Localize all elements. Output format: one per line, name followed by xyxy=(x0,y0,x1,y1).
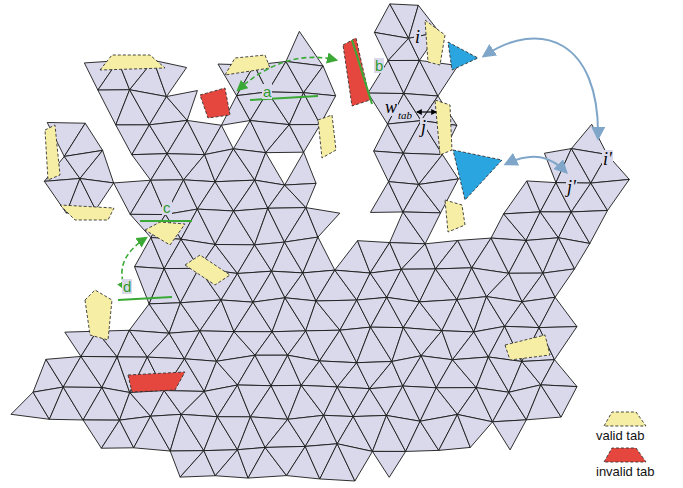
valid-tab xyxy=(45,125,60,180)
edge-label: b xyxy=(374,58,384,73)
legend-swatch xyxy=(602,446,648,464)
legend-item: valid tab xyxy=(596,410,648,443)
mesh-triangle xyxy=(303,237,335,273)
mesh-triangle xyxy=(166,91,197,121)
face-label: j' xyxy=(566,178,577,196)
invalid-tab xyxy=(200,88,230,118)
edge-highlight xyxy=(352,40,372,104)
legend-text: valid tab xyxy=(596,428,648,443)
mesh-triangle xyxy=(285,183,316,207)
edge-highlight xyxy=(250,96,318,100)
tab-overlap xyxy=(453,150,502,200)
edge-label: a xyxy=(262,84,272,99)
mesh-triangle xyxy=(285,152,316,185)
legend-swatch xyxy=(602,410,648,428)
valid-tab xyxy=(435,100,452,155)
valid-tab xyxy=(145,222,185,245)
mesh-triangle xyxy=(289,125,320,153)
valid-tab xyxy=(425,20,445,65)
mesh-triangle xyxy=(286,31,323,66)
edge-label: d xyxy=(122,279,132,294)
annotation-set xyxy=(118,38,598,300)
valid-tab xyxy=(185,255,230,285)
valid-tab xyxy=(225,55,270,75)
triangle-mesh xyxy=(11,4,629,481)
valid-tab xyxy=(318,115,336,158)
mesh-triangle xyxy=(306,208,340,237)
overlap-arrow xyxy=(484,38,598,138)
invalid-tab xyxy=(343,38,370,106)
mesh-triangle xyxy=(80,150,114,183)
mesh-triangle xyxy=(493,420,527,450)
mesh-triangle xyxy=(571,210,607,243)
edge-highlight xyxy=(118,297,172,300)
mesh-triangle xyxy=(255,153,285,185)
mesh-triangle xyxy=(403,212,441,244)
face-label: i xyxy=(414,28,421,46)
mesh-triangle xyxy=(80,179,114,210)
mesh-triangle xyxy=(541,385,577,417)
valid-tab xyxy=(60,205,114,220)
width-symbol: w xyxy=(384,98,398,116)
mesh-triangle xyxy=(558,238,589,269)
mesh-triangle xyxy=(457,414,492,447)
valid-tab xyxy=(505,335,550,360)
edge-label: c xyxy=(162,200,172,215)
width-arrow xyxy=(417,111,436,112)
mesh-triangle xyxy=(372,451,405,477)
mesh-triangle xyxy=(543,269,575,297)
face-label: j xyxy=(420,118,427,136)
mesh-triangle xyxy=(539,297,577,327)
overlap-arrow xyxy=(506,157,566,172)
mesh-triangle xyxy=(304,66,336,96)
tab-overlap xyxy=(448,42,478,70)
mesh-triangle xyxy=(541,360,577,387)
valid-tab xyxy=(100,55,165,70)
legend-text: invalid tab xyxy=(596,464,655,479)
legend-item: invalid tab xyxy=(596,446,655,479)
edge-highlight xyxy=(140,220,192,222)
mesh-triangle xyxy=(337,444,372,481)
valid-tab xyxy=(85,290,112,340)
width-subscript: tab xyxy=(397,110,413,121)
valid-tab xyxy=(445,200,465,232)
face-label: i' xyxy=(602,150,613,168)
correspondence-arrow xyxy=(238,57,336,90)
mesh-triangle xyxy=(591,179,630,210)
tab-set xyxy=(45,20,550,392)
invalid-tab xyxy=(128,372,185,392)
